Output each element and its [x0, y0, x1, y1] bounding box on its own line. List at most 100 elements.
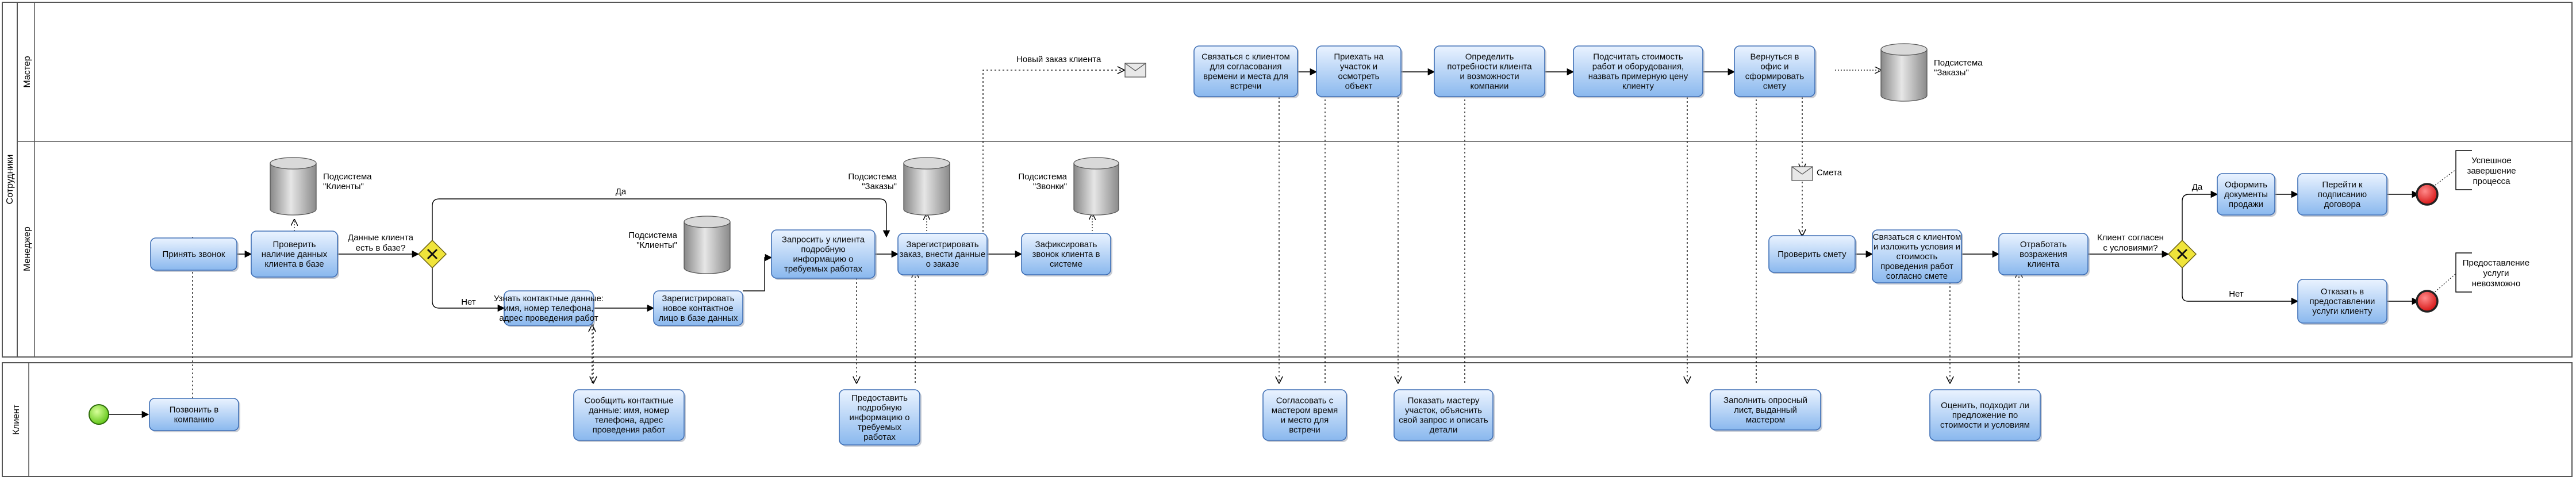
task-text-line: свой запрос и описать [1399, 416, 1488, 425]
task-text-line: Зарегистрировать [906, 240, 978, 249]
task-text-line: смету [1763, 82, 1787, 91]
task-text-line: стоимости и условиям [1940, 420, 2030, 430]
task-text-line: Согласовать с [1276, 396, 1334, 406]
task-text-line: предложение по [1952, 410, 2018, 420]
task-text-line: клиенту [1622, 82, 1654, 91]
task-text-line: Оценить, подходит ли [1941, 401, 2029, 410]
task-take-call: Принять звонок [150, 237, 239, 272]
datastore-label: Подсистема [628, 231, 677, 240]
datastore-clients-1-icon: Подсистема"Клиенты" [270, 157, 372, 216]
task-text-line: требуемых работах [784, 264, 862, 274]
task-text-line: клиента [2028, 259, 2060, 269]
assoc-end-impossible [2432, 273, 2456, 294]
task-text-line: сформировать [1745, 72, 1805, 82]
end-event-impossible [2416, 290, 2439, 313]
end-event-success [2416, 183, 2439, 206]
task-text-line: наличие данных [262, 249, 328, 259]
task-text-line: телефона, адрес [595, 416, 663, 425]
svg-text:невозможно: невозможно [2472, 279, 2521, 289]
gw2-question: Клиент согласен с условиями? [2097, 233, 2164, 253]
task-text-line: времени и места для [1203, 72, 1288, 82]
annotation-impossible: Предоставление услуги невозможно [2455, 252, 2529, 293]
task-text-line: участок, объяснить [1405, 406, 1482, 416]
task-text-line: предоставлении [2310, 297, 2375, 306]
task-text-line: документы [2224, 190, 2268, 199]
task-text-line: объект [1345, 82, 1373, 91]
estimate-label: Смета [1817, 168, 1842, 178]
datastore-clients-2-icon: Подсистема"Клиенты" [628, 216, 731, 274]
svg-text:с условиями?: с условиями? [2103, 243, 2157, 253]
datastore-label: "Клиенты" [323, 182, 364, 191]
task-text-line: адрес проведения работ [499, 313, 598, 323]
datastore-orders-1-icon: Подсистема"Заказы" [848, 157, 950, 216]
task-text-line: стоимость [1897, 252, 1938, 262]
task-text-line: участок и [1340, 62, 1377, 72]
datastore-label: "Клиенты" [636, 240, 677, 250]
task-text-line: встречи [1289, 425, 1320, 435]
svg-text:Клиент согласен: Клиент согласен [2097, 233, 2164, 243]
task-text-line: Связаться с клиентом [1873, 232, 1961, 242]
svg-text:Данные клиента: Данные клиента [348, 233, 414, 243]
task-check-estimate: Проверить смету [1768, 235, 1857, 274]
datastore-label: Подсистема [848, 172, 897, 182]
task-text-line: продажи [2229, 199, 2263, 209]
task-text-line: Определить [1465, 52, 1514, 62]
task-text-line: подробную [801, 245, 845, 255]
task-text-line: Вернуться в [1750, 52, 1799, 62]
task-text-line: договора [2324, 199, 2361, 209]
svg-text:Успешное: Успешное [2471, 156, 2512, 166]
datastore-label: "Звонки" [1033, 182, 1067, 191]
lane-master-label: Мастер [22, 56, 32, 87]
task-text-line: Запросить у клиента [782, 235, 865, 245]
task-text-line: компанию [174, 415, 214, 425]
task-text-line: Зарегистрировать [662, 294, 734, 304]
svg-text:процесса: процесса [2473, 176, 2511, 186]
task-text-line: Заполнить опросный [1723, 395, 1807, 405]
task-text-line: требуемых [858, 423, 901, 432]
task-text-line: Принять звонок [163, 249, 225, 259]
task-text-line: Зафиксировать [1035, 240, 1097, 249]
start-event [89, 404, 109, 425]
task-text-line: проведения работ [593, 425, 666, 435]
datastore-orders-2-icon: Подсистема"Заказы" [1880, 43, 1983, 102]
task-text-line: имя, номер телефона, [504, 304, 593, 313]
task-text-line: потребности клиента [1447, 62, 1532, 72]
task-text-line: о заказе [926, 259, 959, 269]
task-text-line: компании [1471, 82, 1509, 91]
task-text-line: информацию о [849, 413, 909, 423]
task-text-line: Связаться с клиентом [1201, 52, 1290, 62]
task-text-line: для согласования [1210, 62, 1282, 72]
datastore-label: Подсистема [1934, 58, 1983, 68]
task-text-line: Подсчитать стоимость [1593, 52, 1683, 62]
task-text-line: мастером время [1272, 406, 1338, 416]
lane-client-label: Клиент [11, 404, 21, 435]
task-text-line: звонок клиента в [1032, 249, 1100, 259]
task-text-line: детали [1430, 425, 1458, 435]
task-text-line: и место для [1281, 416, 1329, 425]
svg-text:услуги: услуги [2483, 268, 2509, 278]
flow-register-request [743, 254, 773, 291]
assoc-end-success [2432, 169, 2456, 187]
flow-gw1-no [432, 268, 505, 312]
task-text-line: встречи [1230, 82, 1262, 91]
envelope-new-order-icon [1124, 63, 1146, 78]
task-text-line: новое контактное [663, 304, 733, 313]
task-text-line: Приехать на [1334, 52, 1384, 62]
task-text-line: лицо в базе данных [659, 313, 738, 323]
task-text-line: согласно смете [1886, 271, 1948, 281]
task-text-line: осмотреть [1338, 72, 1380, 82]
task-text-line: Проверить [272, 240, 316, 249]
flow-gw1-yes [432, 198, 890, 240]
gw2-no-label: Нет [2229, 289, 2244, 299]
task-text-line: Сообщить контактные [584, 396, 673, 406]
